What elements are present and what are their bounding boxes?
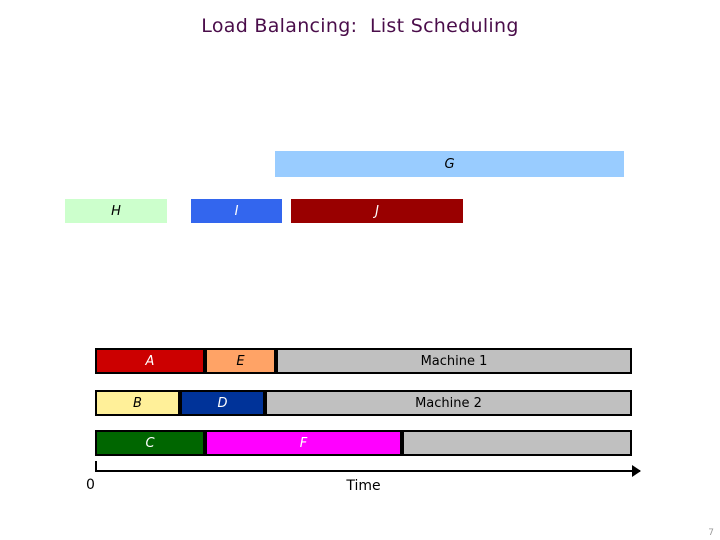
machine-1-segment-e[interactable]: E bbox=[205, 348, 276, 374]
machine-3-segment-c[interactable]: C bbox=[95, 430, 205, 456]
page-title: Load Balancing: List Scheduling bbox=[201, 15, 519, 37]
time-axis-label: Time bbox=[346, 478, 381, 494]
machine-1-segment-e-label: E bbox=[236, 353, 245, 369]
task-bar-g-label: G bbox=[444, 156, 455, 172]
machine-2-segment-d-label: D bbox=[217, 395, 228, 411]
page-number: 7 bbox=[708, 528, 714, 538]
time-axis-arrow-icon bbox=[632, 465, 641, 477]
task-bar-i[interactable]: I bbox=[191, 199, 282, 223]
time-axis-origin-label: 0 bbox=[86, 477, 95, 493]
machine-row-2: B D Machine 2 bbox=[95, 390, 632, 416]
task-bar-g[interactable]: G bbox=[275, 151, 624, 177]
time-axis-line bbox=[95, 470, 640, 472]
machine-1-name-label: Machine 1 bbox=[420, 353, 488, 369]
task-bar-h[interactable]: H bbox=[65, 199, 167, 223]
time-axis-origin-tick bbox=[95, 461, 97, 472]
machine-3-segment-f[interactable]: F bbox=[205, 430, 402, 456]
task-bar-j-label: J bbox=[375, 203, 379, 219]
task-bar-j[interactable]: J bbox=[291, 199, 463, 223]
machine-1-segment-a-label: A bbox=[145, 353, 155, 369]
task-bar-i-label: I bbox=[234, 203, 239, 219]
machine-2-segment-d[interactable]: D bbox=[180, 390, 265, 416]
machine-2-idle[interactable]: Machine 2 bbox=[265, 390, 632, 416]
machine-row-1: A E Machine 1 bbox=[95, 348, 632, 374]
machine-3-idle[interactable] bbox=[402, 430, 632, 456]
machine-2-name-label: Machine 2 bbox=[415, 395, 482, 411]
machine-3-segment-c-label: C bbox=[145, 435, 155, 451]
machine-3-segment-f-label: F bbox=[299, 435, 308, 451]
machine-2-segment-b[interactable]: B bbox=[95, 390, 180, 416]
machine-row-3: C F bbox=[95, 430, 632, 456]
machine-1-idle[interactable]: Machine 1 bbox=[276, 348, 632, 374]
machine-1-segment-a[interactable]: A bbox=[95, 348, 205, 374]
machine-2-segment-b-label: B bbox=[133, 395, 142, 411]
task-bar-h-label: H bbox=[111, 203, 121, 219]
